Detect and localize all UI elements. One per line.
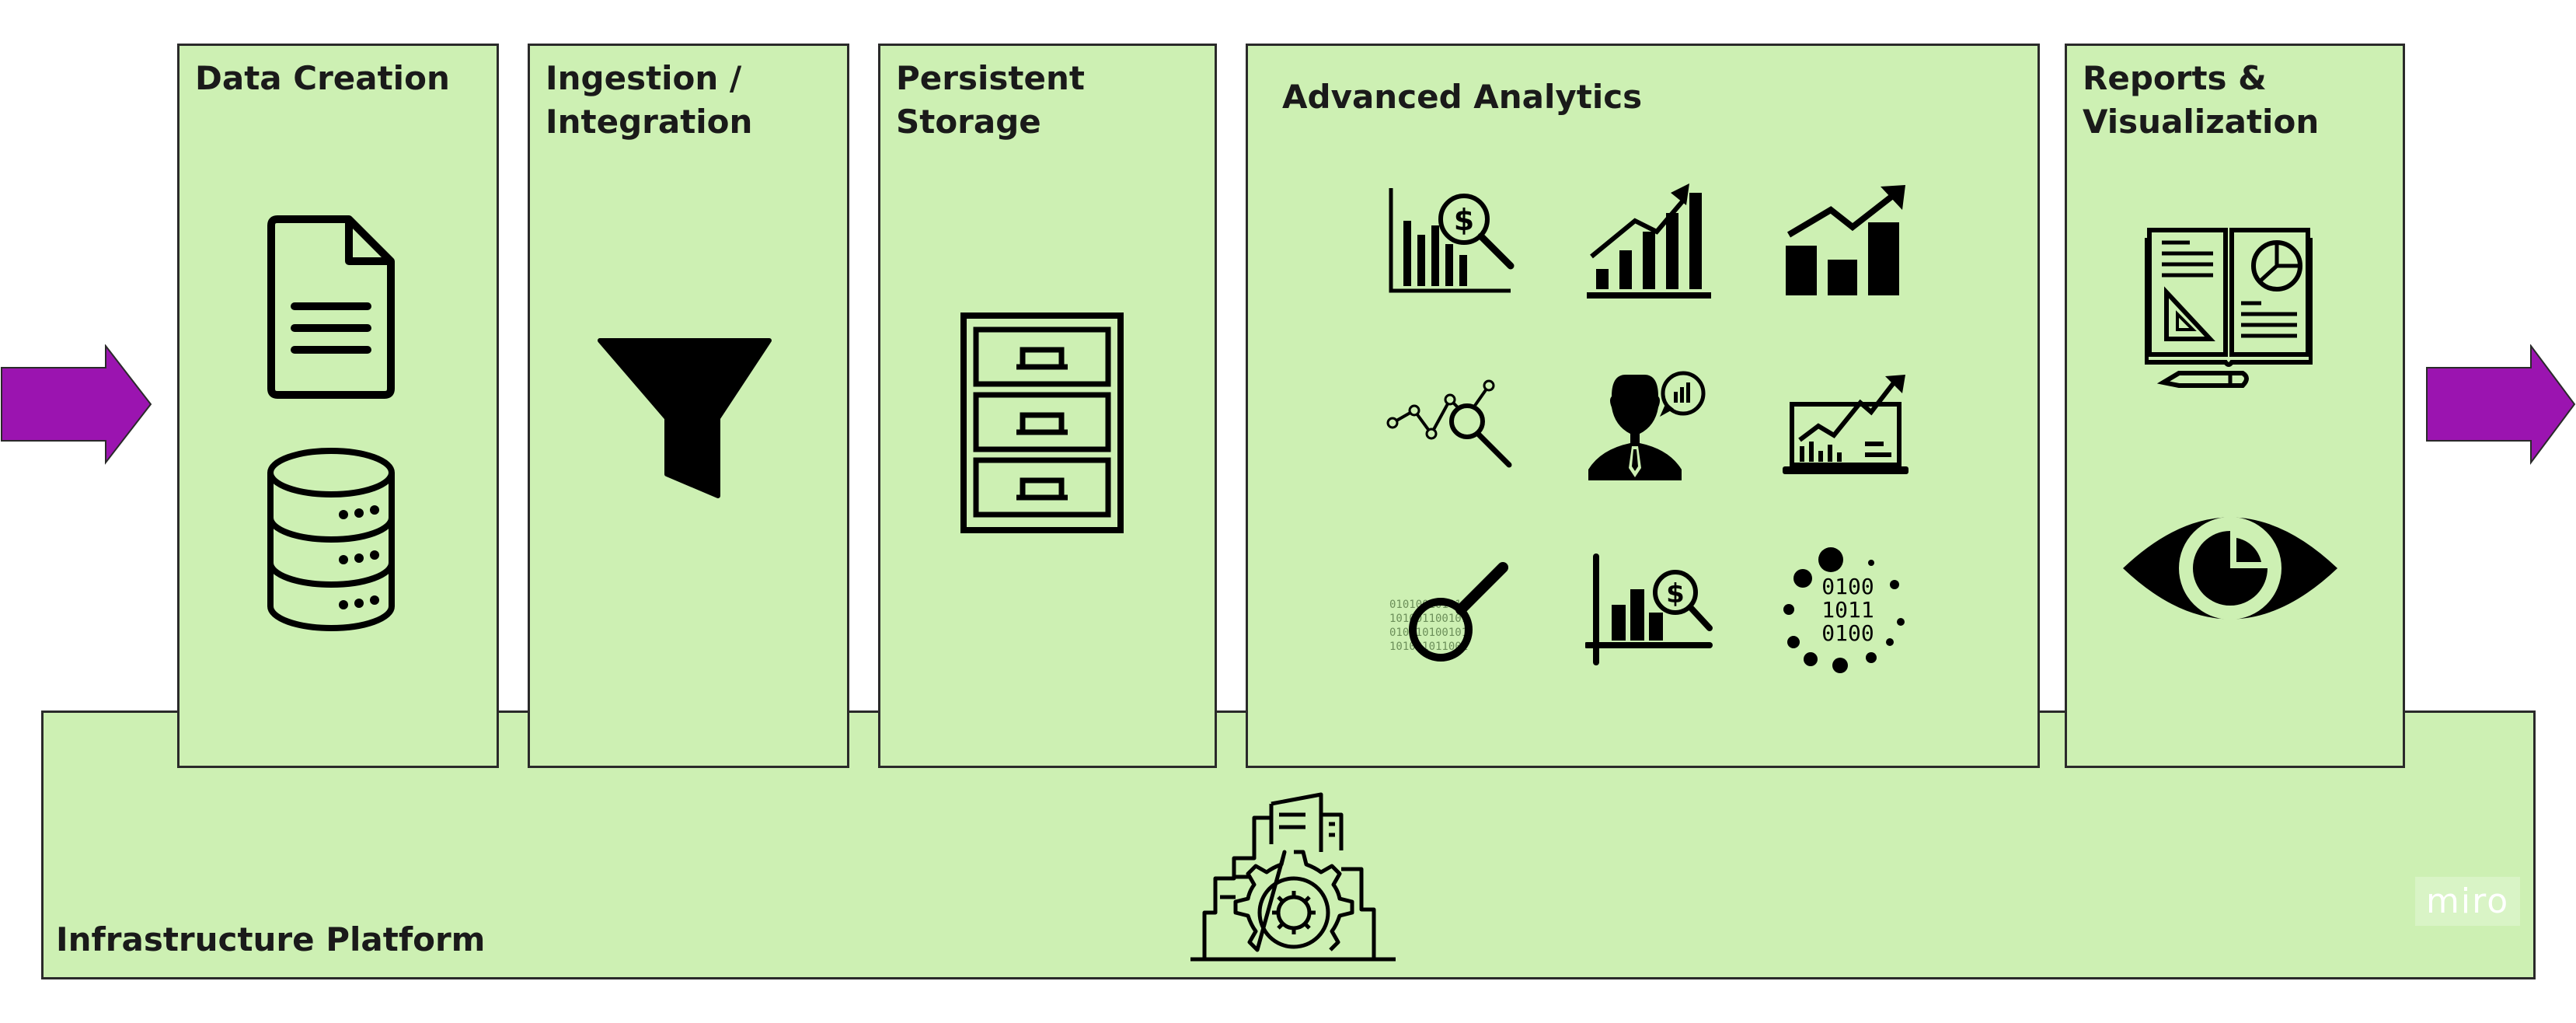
infrastructure-platform-title: Infrastructure Platform [56, 920, 486, 958]
binary-line-3: 0100 [1821, 620, 1874, 646]
binary-line-1: 0100 [1821, 574, 1874, 599]
document-icon [267, 215, 395, 399]
data-search-icon [1386, 379, 1512, 468]
svg-text:$: $ [1666, 578, 1685, 609]
stage-title: Persistent Storage [896, 59, 1085, 141]
stage-title: Advanced Analytics [1282, 78, 1643, 116]
report-book-icon [2145, 228, 2313, 388]
stage-data-creation: Data Creation [177, 44, 499, 768]
growth-chart-icon [1587, 183, 1711, 299]
svg-text:101001011001: 101001011001 [1389, 641, 1468, 653]
svg-text:101001100101: 101001100101 [1389, 613, 1468, 625]
binary-line-2: 1011 [1821, 597, 1874, 623]
input-arrow-icon [1, 344, 152, 465]
financial-analysis-icon: $ [1389, 188, 1515, 293]
filing-cabinet-icon [960, 312, 1124, 533]
eye-chart-icon [2123, 517, 2337, 620]
stage-persistent-storage: Persistent Storage [878, 44, 1217, 768]
stage-title: Data Creation [195, 59, 450, 97]
svg-text:$: $ [1454, 203, 1474, 237]
chart-search-icon: $ [1585, 553, 1713, 665]
business-analyst-icon [1588, 371, 1706, 480]
infrastructure-gear-icon [1190, 792, 1396, 962]
binary-data-icon: 0100 1011 0100 [1783, 547, 1905, 673]
database-icon [267, 448, 395, 631]
binary-magnifier-icon: 010100101010 101001100101 010110100101 1… [1389, 562, 1508, 662]
miro-watermark: miro [2415, 877, 2521, 926]
stage-reports-visualization: Reports & Visualization [2065, 44, 2405, 768]
svg-text:010110100101: 010110100101 [1389, 627, 1468, 639]
output-arrow-icon [2426, 344, 2576, 465]
funnel-icon [598, 338, 772, 498]
stage-title: Ingestion / Integration [546, 59, 753, 141]
stage-title: Reports & Visualization [2083, 59, 2320, 141]
bar-trend-icon [1786, 185, 1905, 295]
laptop-analytics-icon [1783, 375, 1908, 474]
